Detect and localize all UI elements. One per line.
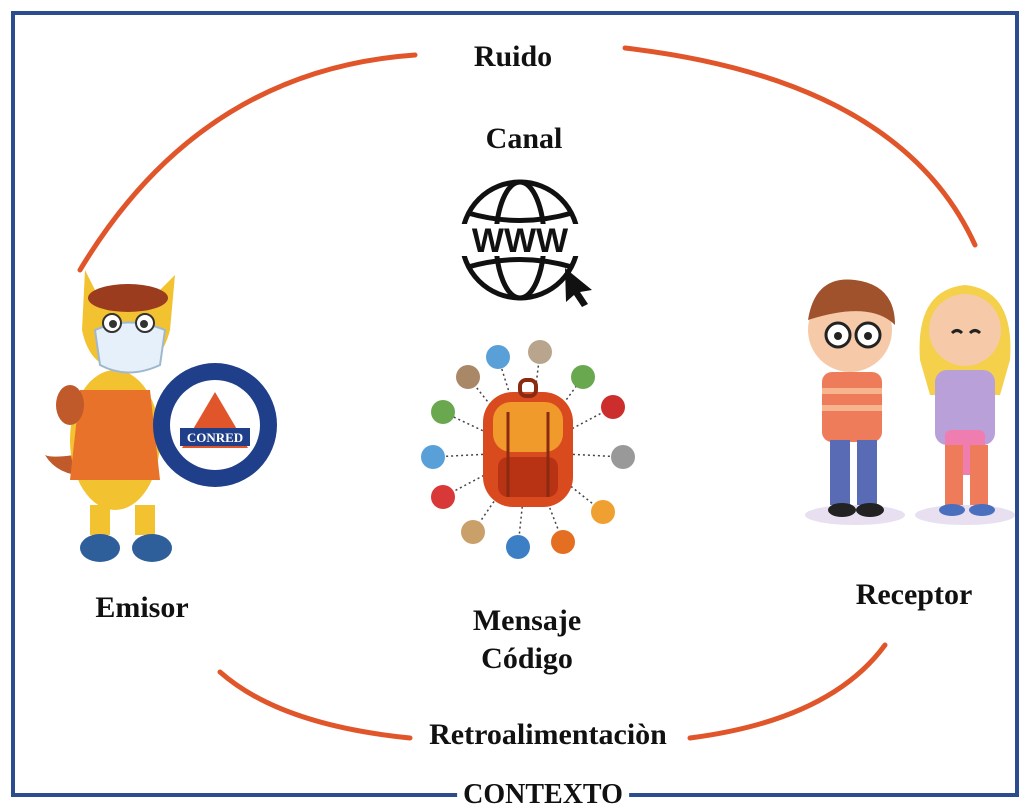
www-globe-icon: WWW	[456, 179, 592, 307]
www-text: WWW	[472, 222, 569, 260]
contexto-label: CONTEXTO	[457, 779, 629, 811]
arc-top-left	[77, 52, 418, 273]
canal-label: Canal	[485, 122, 563, 155]
mascot-conred-icon: CONRED	[45, 270, 277, 562]
emergency-backpack-icon	[421, 340, 635, 559]
codigo-label: Código	[481, 642, 573, 675]
conred-badge-text: CONRED	[187, 430, 243, 445]
children-icon	[805, 279, 1015, 525]
retroalimentacion-label: Retroalimentaciòn	[423, 718, 673, 751]
arc-bottom-right	[687, 642, 888, 741]
mensaje-label: Mensaje	[472, 604, 582, 637]
arc-top-right	[622, 45, 978, 248]
emisor-label: Emisor	[95, 591, 189, 624]
ruido-label: Ruido	[473, 40, 553, 73]
arc-bottom-left	[217, 669, 413, 741]
receptor-label: Receptor	[855, 578, 973, 611]
